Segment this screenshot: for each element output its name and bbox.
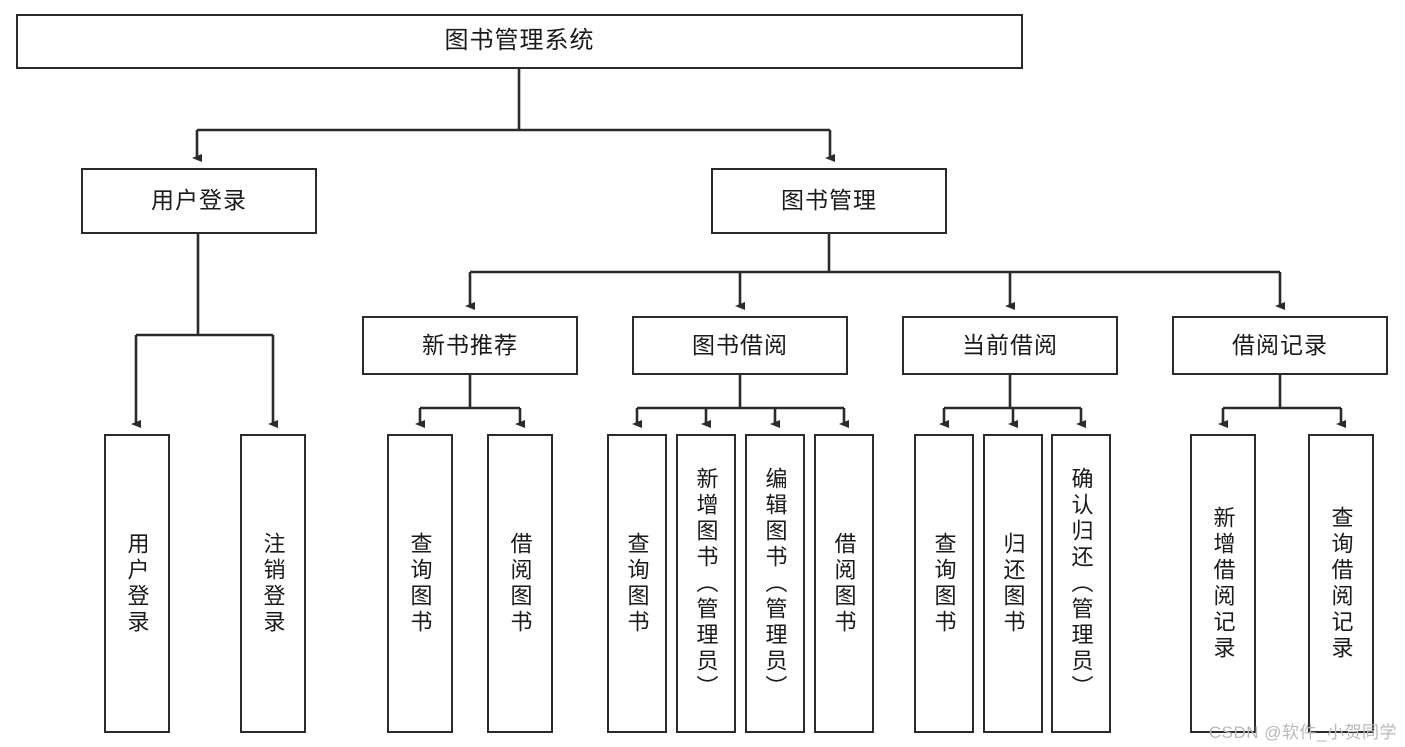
node-current-borrow-label: 当前借阅: [962, 331, 1058, 358]
node-leaf-add-record[interactable]: 新增借阅记录: [1190, 434, 1256, 733]
node-leaf-query-book-cb-label: 查询图书: [931, 531, 957, 636]
node-leaf-confirm-return[interactable]: 确认归还（管理员）: [1051, 434, 1111, 733]
node-leaf-user-login[interactable]: 用户登录: [104, 434, 170, 733]
node-leaf-query-book-rec-label: 查询图书: [407, 531, 433, 636]
node-leaf-add-book-label: 新增图书（管理员）: [693, 466, 719, 701]
node-leaf-return-book[interactable]: 归还图书: [983, 434, 1043, 733]
node-root[interactable]: 图书管理系统: [16, 14, 1023, 69]
node-leaf-return-book-label: 归还图书: [1000, 531, 1026, 636]
node-leaf-add-record-label: 新增借阅记录: [1210, 505, 1236, 662]
node-leaf-borrow-book-bb-label: 借阅图书: [831, 531, 857, 636]
node-new-book-rec-label: 新书推荐: [422, 331, 518, 358]
node-leaf-edit-book-label: 编辑图书（管理员）: [762, 466, 788, 701]
node-leaf-query-book-rec[interactable]: 查询图书: [387, 434, 453, 733]
node-leaf-confirm-return-label: 确认归还（管理员）: [1068, 466, 1094, 701]
node-leaf-query-book-bb[interactable]: 查询图书: [607, 434, 667, 733]
node-leaf-borrow-book-rec[interactable]: 借阅图书: [487, 434, 553, 733]
watermark: CSDN @软件_小贺同学: [1208, 723, 1397, 742]
node-leaf-query-record-label: 查询借阅记录: [1328, 505, 1354, 662]
node-borrow-record-label: 借阅记录: [1232, 331, 1328, 358]
node-leaf-borrow-book-bb[interactable]: 借阅图书: [814, 434, 874, 733]
node-leaf-edit-book[interactable]: 编辑图书（管理员）: [745, 434, 805, 733]
node-leaf-logout[interactable]: 注销登录: [240, 434, 306, 733]
node-current-borrow[interactable]: 当前借阅: [902, 316, 1118, 375]
node-leaf-add-book[interactable]: 新增图书（管理员）: [676, 434, 736, 733]
node-user-login-label: 用户登录: [151, 187, 247, 214]
node-new-book-rec[interactable]: 新书推荐: [362, 316, 578, 375]
node-leaf-query-record[interactable]: 查询借阅记录: [1308, 434, 1374, 733]
node-leaf-borrow-book-rec-label: 借阅图书: [507, 531, 533, 636]
node-user-login[interactable]: 用户登录: [81, 168, 317, 234]
node-borrow-record[interactable]: 借阅记录: [1172, 316, 1388, 375]
node-root-label: 图书管理系统: [444, 27, 595, 55]
node-book-manage[interactable]: 图书管理: [711, 168, 947, 234]
node-leaf-logout-label: 注销登录: [260, 531, 286, 636]
node-leaf-user-login-label: 用户登录: [124, 531, 150, 636]
node-leaf-query-book-cb[interactable]: 查询图书: [914, 434, 974, 733]
node-book-borrow-label: 图书借阅: [692, 331, 788, 358]
node-leaf-query-book-bb-label: 查询图书: [624, 531, 650, 636]
node-book-borrow[interactable]: 图书借阅: [632, 316, 848, 375]
node-book-manage-label: 图书管理: [781, 187, 877, 214]
